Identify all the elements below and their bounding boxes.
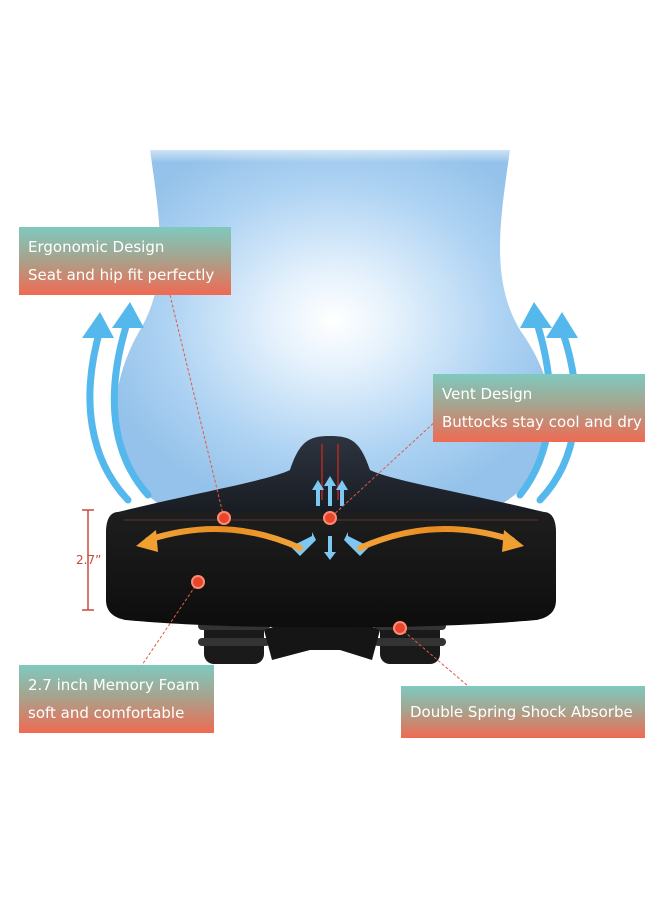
callout-subtitle: soft and comfortable [28,704,185,722]
marker-dot-icon [191,511,407,635]
callout-title: Vent Design [442,385,533,403]
foam-arrow-head [502,530,524,552]
dimension-label: 2.7” [76,553,102,567]
leader-lines [139,294,469,687]
callout-foam: 2.7 inch Memory Foam soft and comfortabl… [19,665,214,733]
airflow-arrow-icon [82,302,152,504]
callout-title: Ergonomic Design [28,238,165,256]
foam-curve-arrow-icon [145,525,515,551]
foam-arrow-head [136,530,158,552]
callout-subtitle: Seat and hip fit perfectly [28,266,215,284]
callout-ergonomic: Ergonomic Design Seat and hip fit perfec… [19,227,231,295]
callout-title: Double Spring Shock Absorbe [410,703,633,721]
callout-subtitle: Buttocks stay cool and dry [442,413,642,431]
callout-spring: Double Spring Shock Absorbe [401,686,645,738]
callout-title: 2.7 inch Memory Foam [28,676,200,694]
dimension-marker [82,509,94,611]
callout-vent: Vent Design Buttocks stay cool and dry [433,374,645,442]
